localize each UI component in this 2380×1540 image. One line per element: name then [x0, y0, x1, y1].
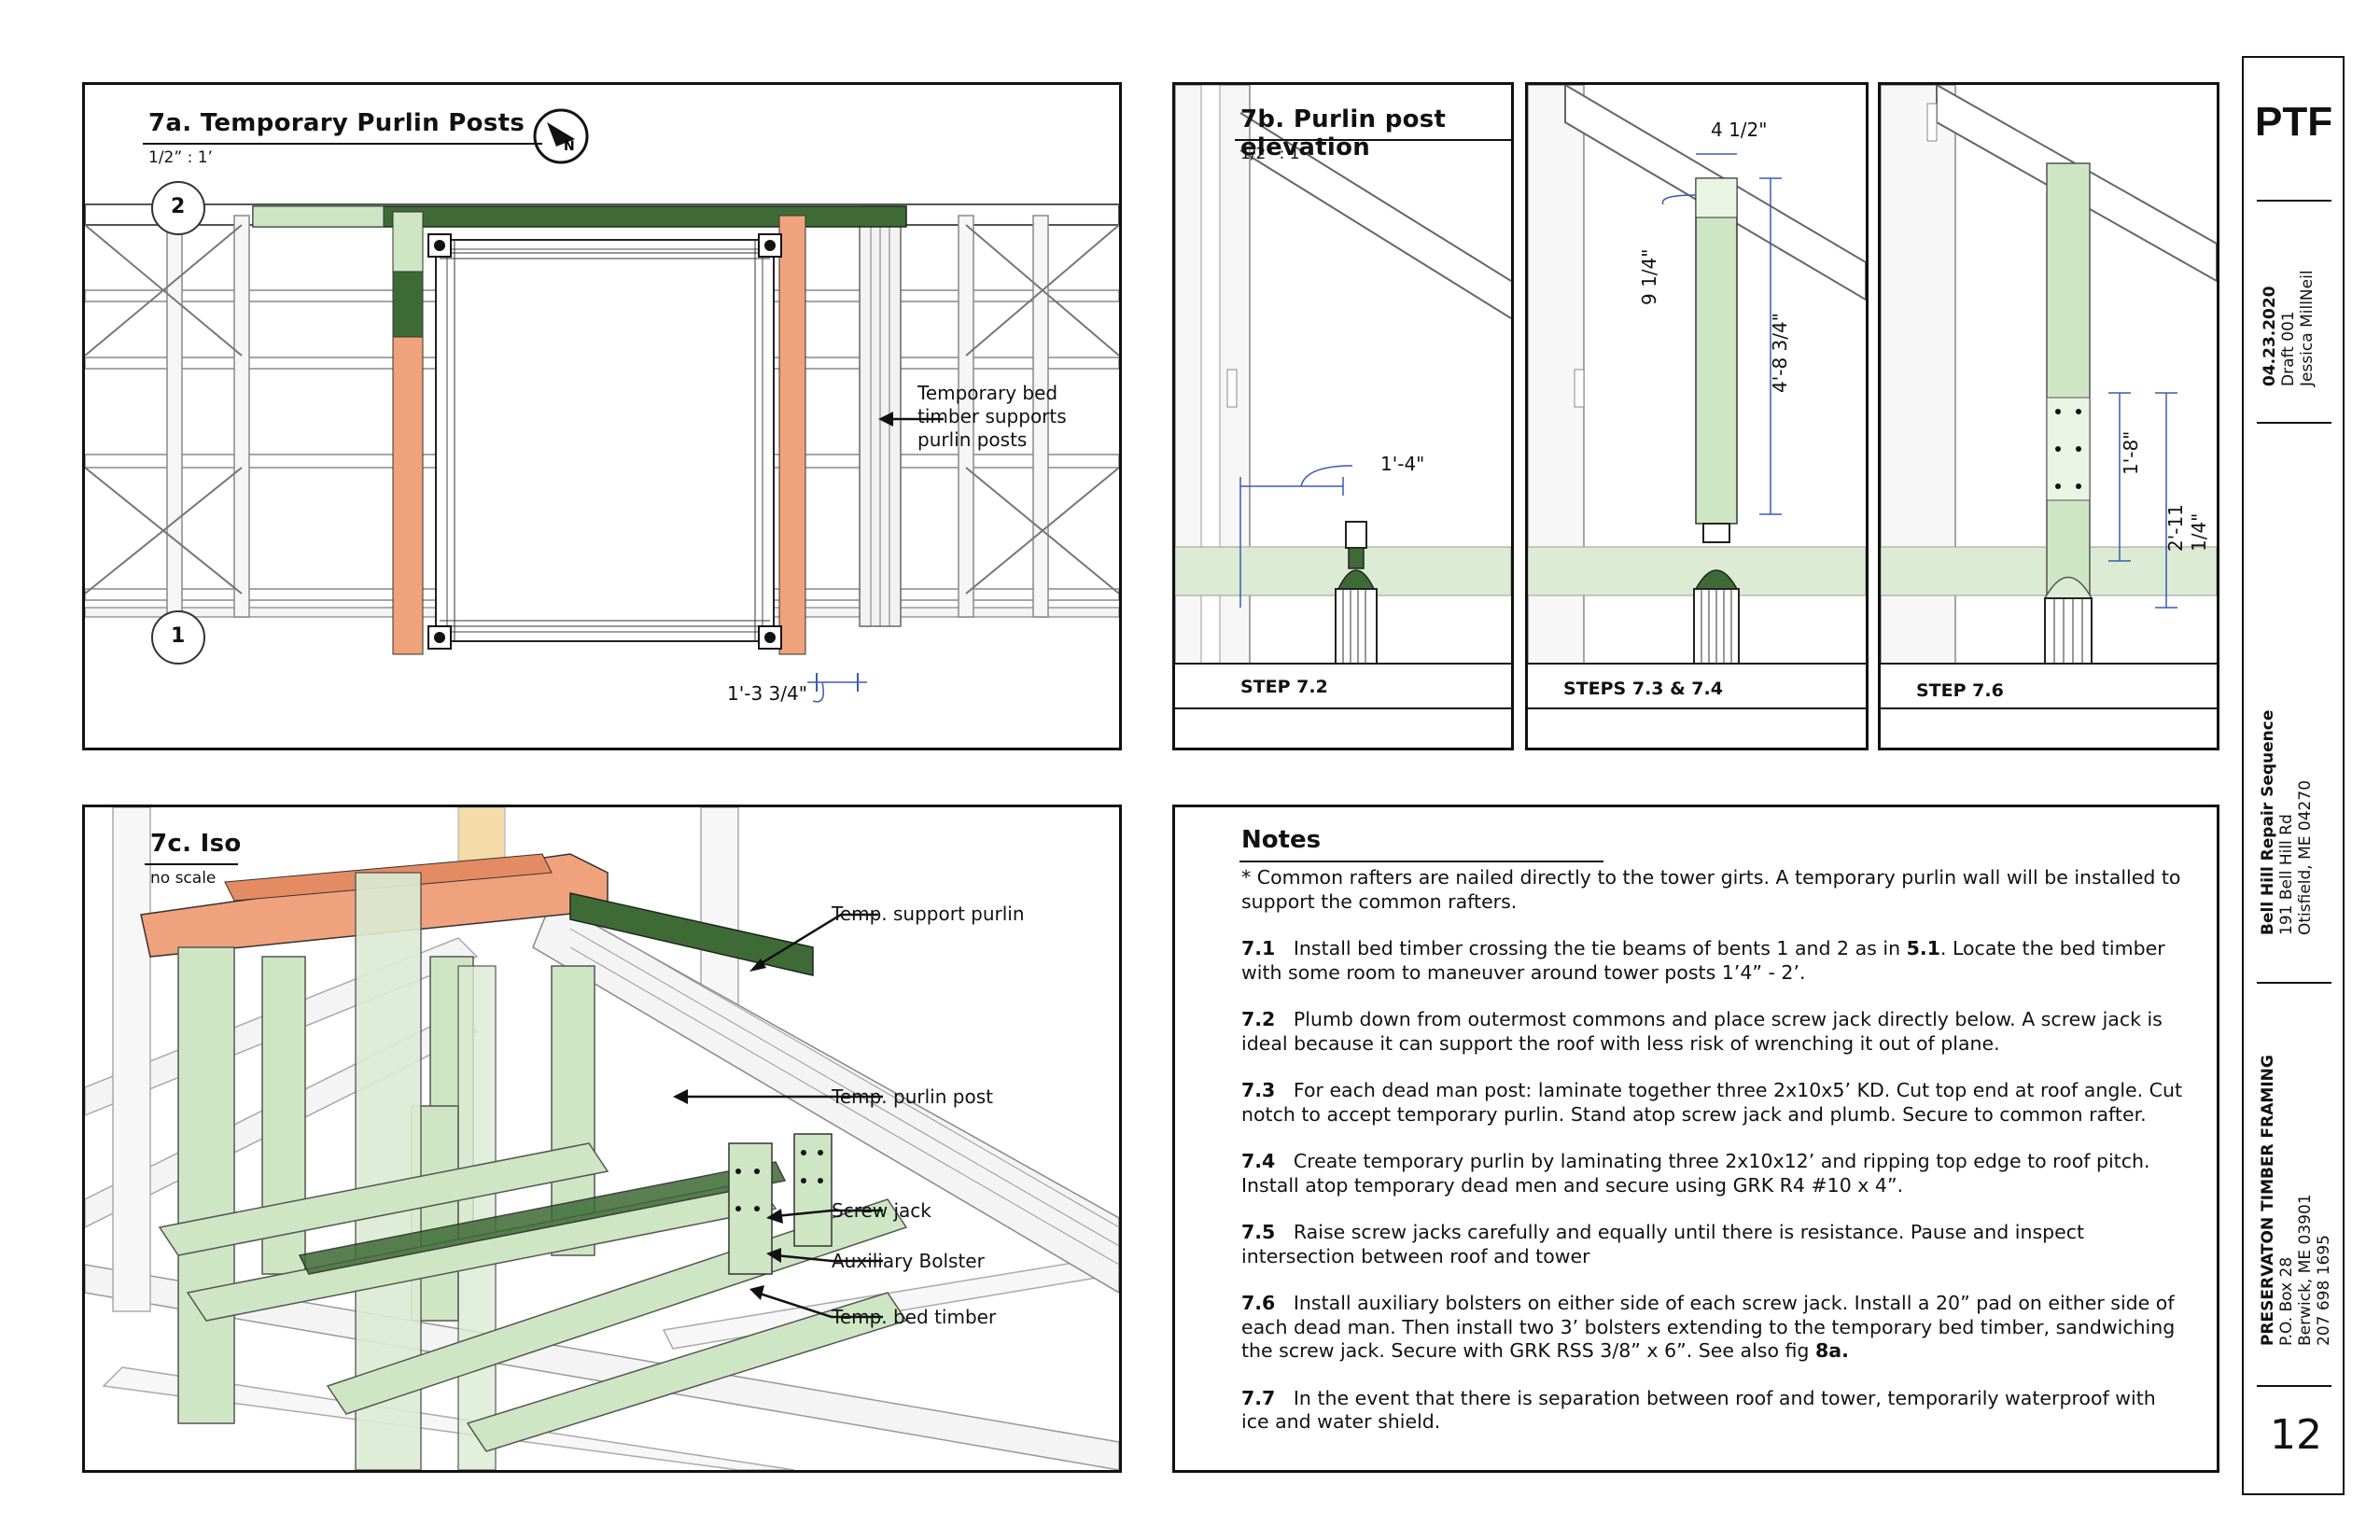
note-item: 7.7 In the event that there is separatio… [1241, 1386, 2156, 1434]
panel-7c-title: 7c. Iso [150, 830, 242, 858]
label-screw-jack: Screw jack [832, 1199, 931, 1222]
title-underline [145, 863, 238, 865]
project-info: Bell Hill Repair Sequence 191 Bell Hill … [2259, 709, 2315, 935]
company-info: PRESERVATON TIMBER FRAMING P.O. Box 28 B… [2259, 1055, 2333, 1346]
note-item: 7.1 Install bed timber crossing the tie … [1241, 937, 2165, 984]
dim-4-half: 4 1/2" [1711, 119, 1768, 141]
step-7-2-label: STEP 7.2 [1240, 677, 1328, 697]
label-temp-purlin-post: Temp. purlin post [832, 1085, 993, 1108]
panel-7b-step-7-6: 1'-8" 2'-11 1/4" STEP 7.6 [1878, 82, 2219, 750]
dim-2-11: 2'-11 1/4" [2164, 499, 2211, 552]
tb-divider [2257, 1385, 2331, 1387]
panel-7a-title: 7a. Temporary Purlin Posts [148, 109, 525, 137]
plan-dimension: 1'-3 3/4" [727, 682, 807, 705]
dim-4-8: 4'-8 3/4" [1769, 313, 1792, 393]
dim-4-8-text: 4'-8 3/4" [1769, 313, 1791, 393]
grid-bubble-1 [151, 610, 205, 665]
note-item: 7.3 For each dead man post: laminate tog… [1241, 1079, 2183, 1126]
dim-1-8-text: 1'-8" [2120, 430, 2142, 475]
note-item: 7.5 Raise screw jacks carefully and equa… [1241, 1221, 2085, 1267]
tb-divider [2257, 982, 2331, 984]
svg-text:N: N [564, 139, 575, 154]
note-item: 7.6 Install auxiliary bolsters on either… [1241, 1292, 2176, 1362]
panel-7c: 7c. Iso no scale Temp. support purlin Te… [82, 805, 1122, 1473]
revision-info: 04.23.2020 Draft 001 Jessica MillNeil [2261, 270, 2317, 386]
step-7-3-label: STEPS 7.3 & 7.4 [1563, 679, 1723, 699]
grid-label-1: 1 [171, 624, 186, 648]
iso-drawing [85, 807, 1119, 1470]
panel-7a-scale: 1/2” : 1’ [148, 148, 213, 167]
bed-timber-callout: Temporary bed timber supports purlin pos… [917, 382, 1067, 451]
panel-7b-scale: 1/2” : 1’ [1240, 145, 1305, 163]
elevation-steps-7-3-7-4 [1528, 85, 1866, 709]
elevation-step-7-2 [1175, 85, 1511, 709]
dim-1-8: 1'-8" [2120, 431, 2143, 475]
panel-7b-title: 7b. Purlin post elevation [1240, 105, 1447, 161]
notes-underline [1239, 861, 1603, 862]
tb-divider [2257, 422, 2331, 424]
panel-7c-scale: no scale [150, 869, 217, 888]
notes-intro: * Common rafters are nailed directly to … [1241, 866, 2181, 913]
label-auxiliary-bolster: Auxiliary Bolster [832, 1250, 985, 1272]
dim-2-11-text: 2'-11 1/4" [2164, 504, 2210, 552]
note-item: 7.4 Create temporary purlin by laminatin… [1241, 1150, 2150, 1197]
company-logo: PTF [2255, 99, 2333, 145]
elevation-step-7-6 [1881, 85, 2217, 709]
note-item: 7.2 Plumb down from outermost commons an… [1241, 1008, 2163, 1055]
tb-divider [2257, 200, 2331, 202]
label-temp-bed-timber: Temp. bed timber [832, 1306, 997, 1328]
notes-title: Notes [1241, 826, 1322, 854]
title-block: PTF 04.23.2020 Draft 001 Jessica MillNei… [2242, 56, 2345, 1495]
panel-7b-step-7-2: 7b. Purlin post elevation 1/2” : 1’ 1'-4… [1172, 82, 1514, 750]
panel-7b-steps-7-3-7-4: 4 1/2" 9 1/4" 4'-8 3/4" STEPS 7.3 & 7.4 [1525, 82, 1869, 750]
grid-label-2: 2 [171, 195, 186, 218]
dim-9-quarter-text: 9 1/4" [1638, 248, 1660, 305]
grid-bubble-2 [151, 181, 205, 235]
label-temp-support-purlin: Temp. support purlin [832, 903, 1025, 925]
sheet-number: 12 [2270, 1411, 2322, 1459]
notes-body: * Common rafters are nailed directly to … [1241, 866, 2184, 1458]
step-7-6-label: STEP 7.6 [1916, 680, 2004, 701]
title-underline [1235, 139, 1511, 141]
panel-7a: N 7a. Temporary Purlin Posts 1/2” : 1’ 2… [82, 82, 1122, 750]
title-underline [143, 143, 542, 145]
plan-drawing: N [85, 108, 1119, 703]
dim-9-quarter: 9 1/4" [1638, 249, 1661, 305]
dim-1-4: 1'-4" [1380, 453, 1425, 475]
notes-panel [1172, 805, 2219, 1473]
